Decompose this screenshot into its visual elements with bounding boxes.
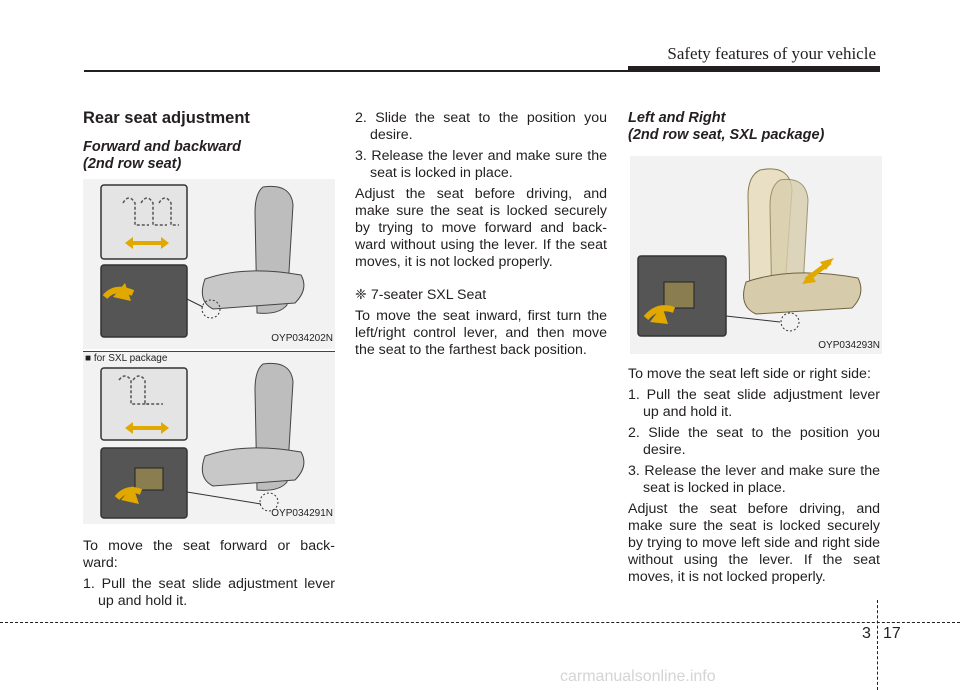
note-text: Adjust the seat before driving, and make… [355,186,607,270]
step-1: 1. Pull the seat slide adjustment lever … [83,576,335,609]
column-3: Left and Right (2nd row seat, SXL packag… [628,110,882,590]
figure-seat-left-right: OYP034293N [630,156,882,354]
section-heading: Rear seat adjustment [83,109,250,127]
column-1: Rear seat adjustment Forward and backwar… [83,110,335,614]
column-2: 2. Slide the seat to the position you de… [355,110,607,363]
variant-text: To move the seat inward, first turn the … [355,308,607,358]
step-3: 3. Release the lever and make sure the s… [628,463,880,496]
subheading-line-1: Forward and backward [83,139,241,155]
intro-text: To move the seat left side or right side… [628,366,871,382]
step-1: 1. Pull the seat slide adjustment lever … [628,387,880,420]
footer-divider [0,622,960,623]
seat-illustration [100,184,305,338]
subheading-line-1: Left and Right [628,110,726,126]
figure-code: OYP034293N [818,340,880,351]
figure-seat-forward-backward: OYP034202N [83,179,335,349]
seat-illustration [100,362,305,519]
figure-seat-sxl: ■ for SXL package OYP034291N [83,351,335,524]
figure-code: OYP034291N [271,508,333,519]
step-2: 2. Slide the seat to the position you de… [355,110,607,143]
header-bar [628,66,880,72]
subheading-line-2: (2nd row seat) [83,156,182,172]
chapter-number: 3 [862,625,871,642]
package-label: ■ for SXL package [85,353,168,364]
note-text: Adjust the seat before driving, and make… [628,501,880,585]
page-number: 17 [883,625,901,642]
variant-label: ❈ 7-seater SXL Seat [355,287,487,303]
section-title: Safety features of your vehicle [667,44,876,63]
watermark: carmanualsonline.info [560,668,716,685]
step-3: 3. Release the lever and make sure the s… [355,148,607,181]
subheading-line-2: (2nd row seat, SXL package) [628,127,825,143]
figure-code: OYP034202N [271,333,333,344]
header-rule [84,70,880,72]
seat-illustration [637,168,862,337]
footer-vertical-divider [877,600,878,690]
intro-text: To move the seat forward or back- ward: [83,538,335,571]
step-2: 2. Slide the seat to the position you de… [628,425,880,458]
